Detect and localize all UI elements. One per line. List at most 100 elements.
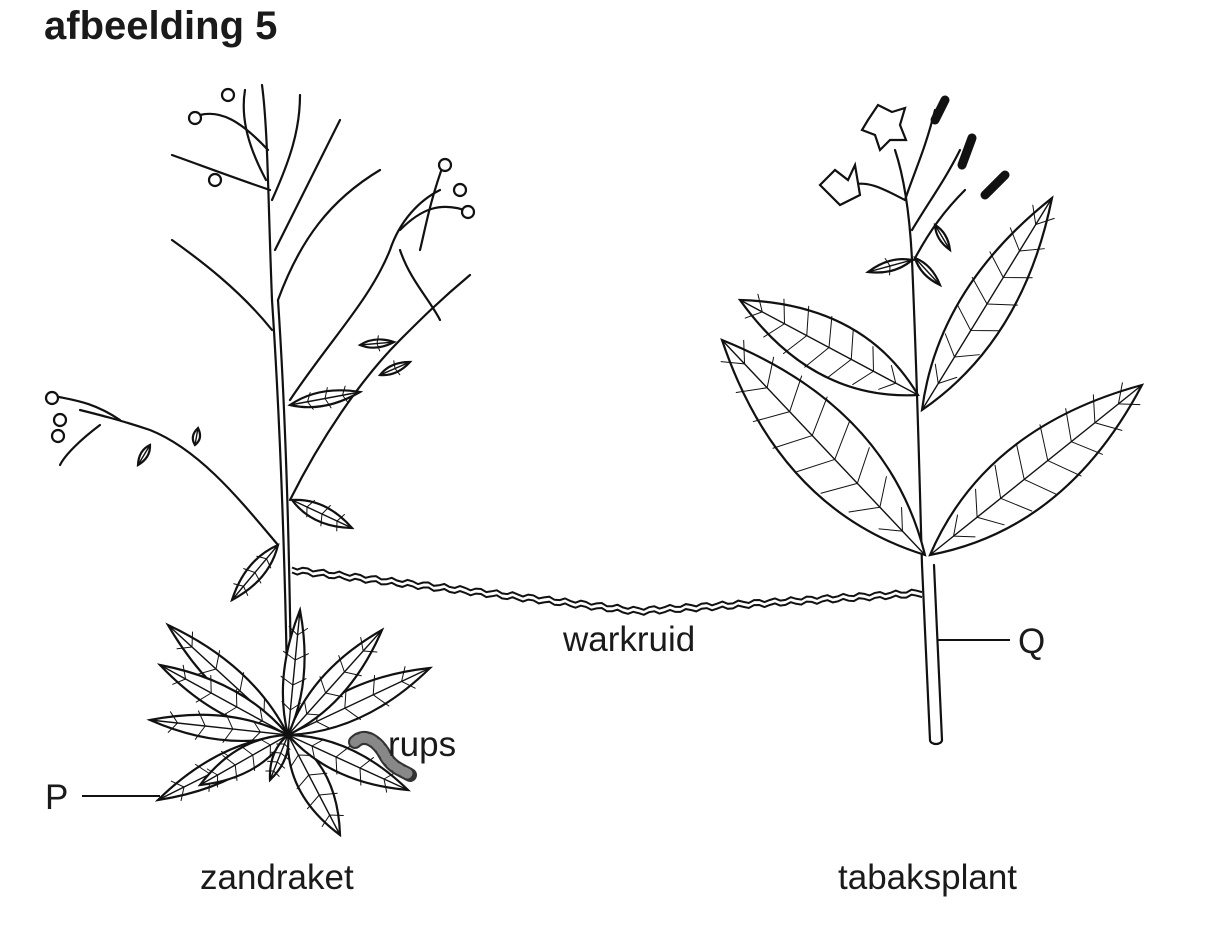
leaf-midrib: [149, 719, 289, 736]
leaf-midrib: [287, 734, 341, 836]
leaf-vein: [1009, 227, 1045, 252]
flower-bud: [930, 95, 950, 125]
leaf-vein: [221, 689, 238, 717]
zandraket-plant-drawing: [44, 83, 476, 838]
leaf-midrib: [287, 609, 301, 736]
stem-line: [198, 112, 270, 152]
leaf-vein: [233, 583, 249, 596]
leaf-vein: [372, 675, 390, 707]
leaf-vein: [338, 655, 362, 677]
leaf-midrib: [194, 427, 199, 446]
stem-line: [398, 205, 472, 232]
leaf-vein: [282, 650, 309, 661]
leaf-midrib: [914, 257, 941, 286]
label-warkruid: warkruid: [563, 620, 696, 659]
warkruid-stem: [291, 566, 923, 616]
leaf-vein: [1032, 204, 1055, 225]
leaf-vein: [763, 298, 785, 338]
stem-line: [170, 238, 274, 332]
leaf-vein: [1092, 394, 1123, 431]
stem-line: [893, 148, 932, 742]
leaf-midrib: [199, 734, 289, 786]
stem-line: [276, 168, 382, 302]
flower-bud: [207, 172, 223, 188]
flower-bud: [460, 204, 476, 220]
leaf-vein: [306, 499, 315, 518]
leaf-vein: [1039, 424, 1082, 477]
stem-line: [288, 188, 442, 402]
leaf-midrib: [721, 339, 926, 556]
flower-bud: [452, 182, 468, 198]
leaf-vein: [782, 305, 810, 355]
leaf-vein: [276, 743, 291, 750]
stem-line: [910, 148, 962, 232]
leaf-vein: [1015, 443, 1058, 496]
flower-bud: [957, 133, 977, 170]
leaf-vein: [197, 650, 221, 675]
leaf-vein: [975, 488, 1005, 526]
leaf-vein: [265, 770, 280, 777]
stem-line: [418, 158, 447, 252]
leaf-vein: [321, 814, 344, 828]
leaf-vein: [267, 760, 286, 769]
leaf-vein: [994, 464, 1033, 512]
leaf-vein: [820, 447, 870, 494]
leaf-vein: [270, 751, 289, 760]
stem-line: [903, 108, 937, 202]
label-p: P: [45, 778, 69, 817]
label-tabaksplant: tabaksplant: [838, 858, 1018, 897]
leaf-vein: [878, 365, 897, 390]
leaf-vein: [222, 713, 234, 743]
leaf-vein: [804, 315, 833, 368]
leaf-vein: [393, 360, 401, 376]
leaf-vein: [306, 792, 338, 810]
stem-line: [273, 118, 342, 252]
leaf-vein: [344, 688, 362, 720]
label-rups: rups: [388, 725, 457, 764]
leaf-vein: [239, 745, 256, 771]
leaf-vein: [319, 676, 344, 698]
stem-line: [288, 273, 472, 502]
leaf-vein: [944, 333, 980, 358]
leaf-vein: [827, 329, 854, 378]
tobacco-flower: [818, 161, 862, 207]
label-zandraket: zandraket: [200, 858, 354, 897]
figure-title: afbeelding 5: [44, 4, 278, 48]
leaf-midrib: [934, 224, 951, 251]
leaf-vein: [359, 757, 375, 786]
stem-line: [932, 563, 944, 742]
leaf-vein: [288, 626, 309, 636]
leaf-vein: [335, 746, 351, 775]
leaf-vein: [280, 675, 307, 686]
leaf-vein: [956, 304, 1001, 332]
leaf-vein: [735, 356, 775, 394]
flower-bud: [187, 110, 203, 126]
leaf-vein: [194, 710, 206, 740]
stem-line: [912, 188, 967, 262]
leaf-vein: [206, 768, 219, 788]
leaf-vein: [401, 666, 416, 689]
flower-bud: [437, 157, 453, 173]
stem-line: [58, 423, 102, 467]
leaf-midrib: [287, 667, 431, 736]
leaf-vein: [852, 346, 874, 386]
leaf-vein: [311, 738, 325, 760]
stem-line: [78, 408, 280, 547]
stem-line: [398, 248, 442, 322]
leaf-vein: [259, 738, 271, 758]
tobacco-flower: [860, 103, 908, 153]
leaf-vein: [320, 505, 331, 527]
leaf-vein: [752, 375, 803, 423]
flower-bud: [50, 428, 66, 444]
rups-caterpillar-icon: [348, 731, 417, 782]
leaf-vein: [250, 720, 261, 742]
leaf-vein: [342, 385, 349, 404]
leaf-vein: [243, 568, 262, 584]
stem-line: [270, 93, 302, 202]
tabaksplant-drawing: [720, 95, 1145, 746]
leaf-vein: [172, 664, 187, 685]
leaf-vein: [176, 631, 194, 650]
leaf-midrib: [137, 444, 151, 466]
stem-line: [242, 88, 268, 182]
